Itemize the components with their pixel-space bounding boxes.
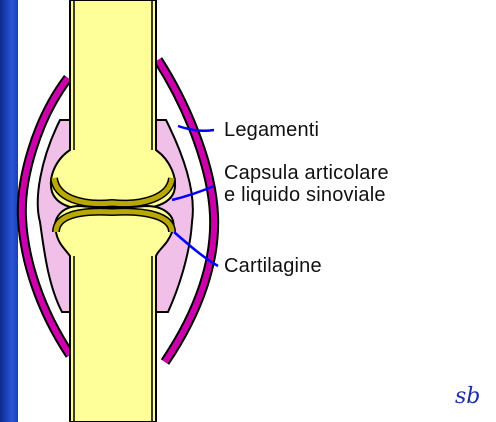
label-ligaments: Legamenti <box>224 119 319 141</box>
upper-bone <box>51 0 175 209</box>
label-cartilage: Cartilagine <box>224 255 322 277</box>
author-signature: sb <box>455 384 480 409</box>
label-capsule-line1: Capsula articolare <box>224 162 389 184</box>
label-capsule-line2: e liquido sinoviale <box>224 184 386 206</box>
